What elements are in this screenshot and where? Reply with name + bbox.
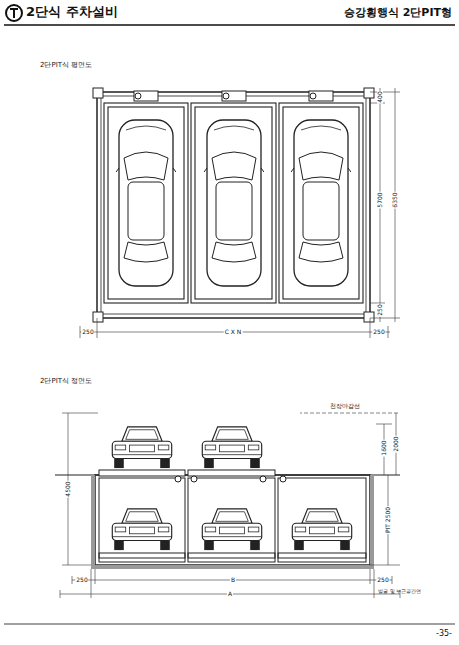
- page-title: 2단식 주차설비: [26, 5, 118, 18]
- view-title: 2단PIT식 정면도: [40, 378, 92, 385]
- dimension: 1600: [381, 439, 387, 456]
- dimension: 250: [75, 577, 88, 583]
- view-title: 2단PIT식 평면도: [40, 62, 92, 69]
- dimension: C X N: [224, 329, 243, 335]
- dimension: A: [227, 591, 233, 597]
- dimension: 2000: [393, 435, 399, 452]
- dimension: B: [230, 577, 236, 583]
- dimension: 5700: [377, 191, 383, 208]
- page-number: -35-: [436, 630, 452, 638]
- series-title: 승강횡행식 2단PIT형: [344, 7, 452, 18]
- dimension: 250: [81, 329, 94, 335]
- dimension: 250: [372, 329, 385, 335]
- dimension: 250: [377, 303, 383, 316]
- dimension: 250: [376, 577, 389, 583]
- dimension: 400: [377, 90, 383, 103]
- floor-note: 발굴 및 부근공간면: [378, 589, 421, 594]
- dimension: PIT 2500: [385, 506, 391, 534]
- dimension: 4500: [65, 480, 71, 497]
- dimension: 6350: [392, 191, 398, 208]
- ceiling-line-note: 천장마감선: [330, 403, 360, 409]
